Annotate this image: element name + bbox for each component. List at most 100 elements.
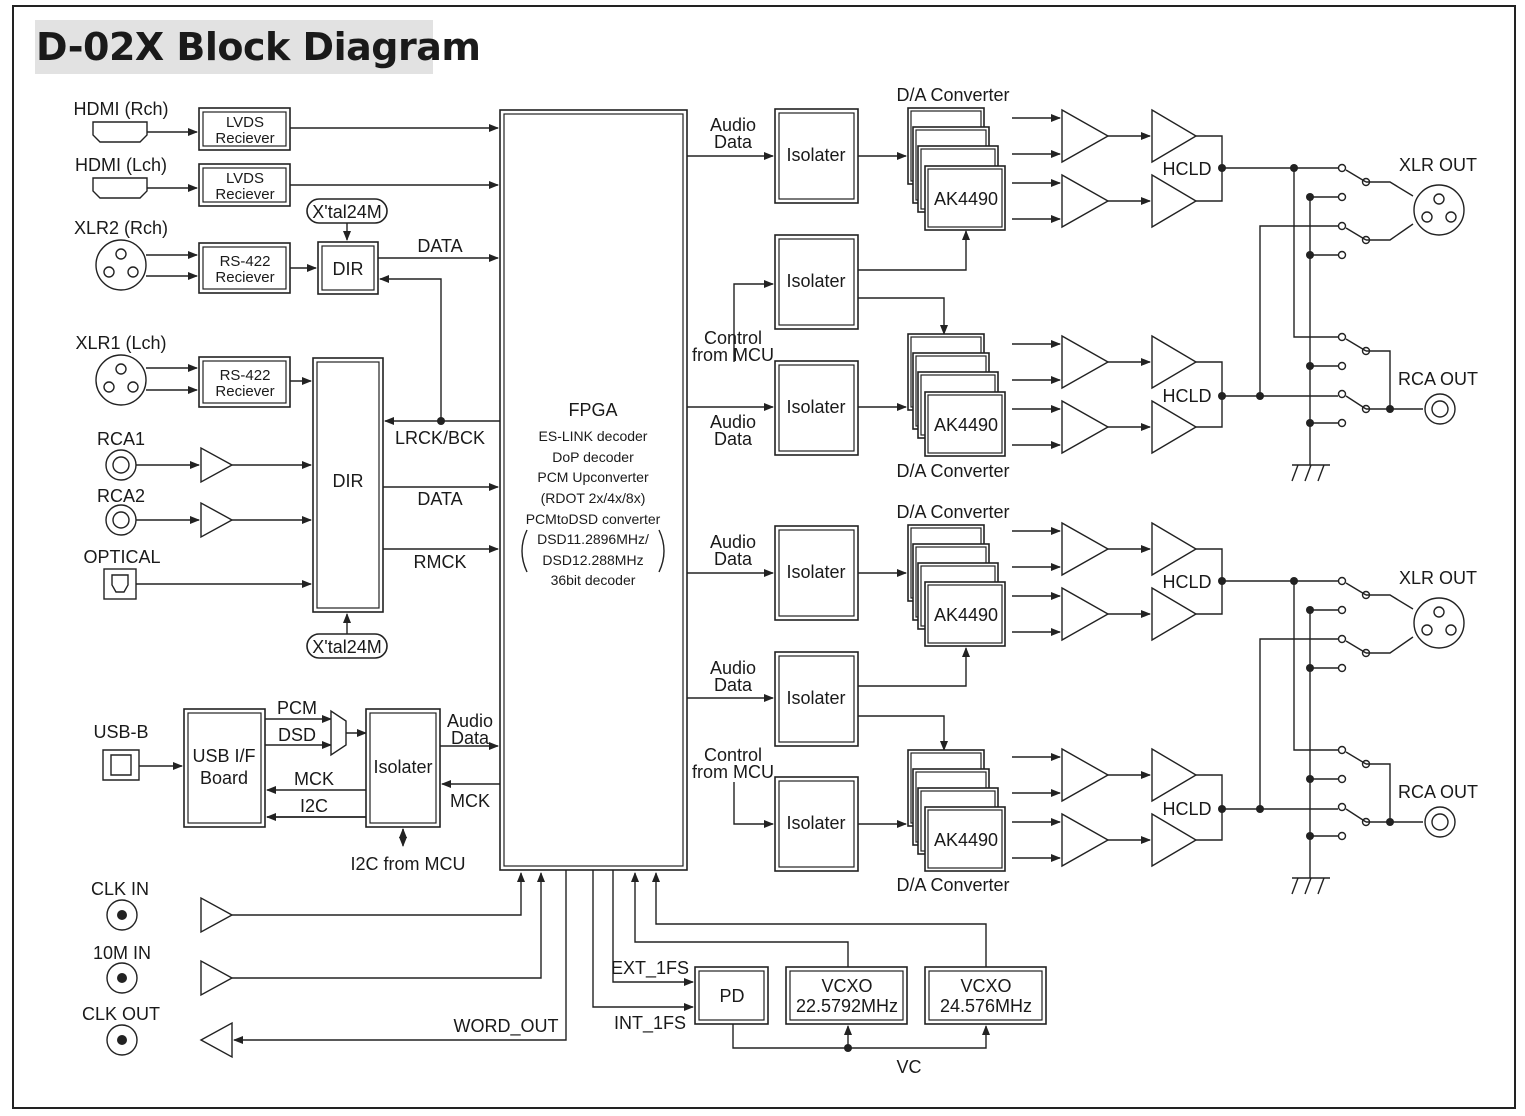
- label-rca2: RCA2: [97, 486, 145, 506]
- signal-i2c: I2C: [300, 796, 328, 816]
- isolater-1: Isolater: [774, 108, 859, 204]
- dac-stack-1: AK4490: [907, 107, 1006, 231]
- signal-rmck: RMCK: [414, 552, 467, 572]
- amplifier: [1061, 747, 1110, 803]
- output-switch-matrix-2: [1218, 576, 1423, 895]
- svg-text:Reciever: Reciever: [215, 130, 274, 147]
- signal-vc: VC: [896, 1057, 921, 1077]
- hcld-label: HCLD: [1162, 159, 1211, 179]
- hcld-label: HCLD: [1162, 572, 1211, 592]
- amp-10m-in: [200, 959, 234, 997]
- svg-text:RS-422: RS-422: [220, 253, 271, 270]
- svg-text:Isolater: Isolater: [786, 562, 845, 582]
- label-10m-in: 10M IN: [93, 943, 151, 963]
- svg-text:Isolater: Isolater: [786, 813, 845, 833]
- signal-lrck-bck: LRCK/BCK: [395, 428, 485, 448]
- hcld-amplifier: [1151, 521, 1198, 577]
- rca-connector-icon: [105, 504, 137, 536]
- label-hdmi-r: HDMI (Rch): [74, 99, 169, 119]
- diagram-frame: [12, 5, 1516, 1109]
- usb-b-connector-icon: [102, 749, 140, 781]
- dac-chip-label: AK4490: [934, 830, 998, 850]
- signal-data-word: Data: [714, 132, 753, 152]
- label-da-converter: D/A Converter: [896, 461, 1009, 481]
- hcld-amplifier: [1151, 108, 1198, 164]
- hcld-amplifier: [1151, 747, 1198, 803]
- vcxo-22m-block: VCXO 22.5792MHz: [785, 966, 908, 1025]
- signal-from-mcu: from MCU: [692, 762, 774, 782]
- title-background: [35, 20, 433, 74]
- svg-text:X'tal24M: X'tal24M: [312, 202, 381, 222]
- signal-audio: Audio: [447, 711, 493, 731]
- isolater-2: Isolater: [774, 234, 859, 330]
- hcld-label: HCLD: [1162, 386, 1211, 406]
- output-switch-matrix-1: [1218, 163, 1423, 482]
- svg-text:USB I/F: USB I/F: [192, 746, 255, 766]
- hcld-amplifier: [1151, 812, 1198, 868]
- svg-text:Reciever: Reciever: [215, 186, 274, 203]
- svg-text:22.5792MHz: 22.5792MHz: [796, 996, 898, 1016]
- svg-text:X'tal24M: X'tal24M: [312, 637, 381, 657]
- label-da-converter: D/A Converter: [896, 875, 1009, 895]
- signal-data: DATA: [417, 489, 462, 509]
- signal-data-word: Data: [714, 429, 753, 449]
- label-xlr2: XLR2 (Rch): [74, 218, 168, 238]
- amp-clk-out: [199, 1021, 233, 1059]
- amplifier: [1061, 812, 1110, 868]
- signal-data: DATA: [417, 236, 462, 256]
- svg-text:Isolater: Isolater: [786, 271, 845, 291]
- fpga-feature: DSD12.288MHz: [542, 552, 643, 568]
- lvds-receiver-lch: LVDS Reciever: [198, 163, 291, 207]
- signal-control: Control: [704, 328, 762, 348]
- label-optical: OPTICAL: [83, 547, 160, 567]
- label-da-converter: D/A Converter: [896, 85, 1009, 105]
- svg-text:Isolater: Isolater: [786, 397, 845, 417]
- rca-out-connector-icon: [1424, 393, 1456, 425]
- signal-audio: Audio: [710, 658, 756, 678]
- svg-text:LVDS: LVDS: [226, 170, 264, 187]
- rca-out-connector-icon: [1424, 806, 1456, 838]
- fpga-feature: 36bit decoder: [551, 572, 636, 588]
- dir-block-top: DIR: [317, 241, 379, 295]
- hcld-amplifier: [1151, 334, 1198, 390]
- label-rca-out: RCA OUT: [1398, 782, 1478, 802]
- xlr-out-connector-icon: [1413, 597, 1465, 649]
- amplifier: [1061, 173, 1110, 229]
- xlr-connector-icon: [95, 354, 147, 406]
- label-xlr1: XLR1 (Lch): [75, 333, 166, 353]
- output-channel-2: HCLD: [1012, 334, 1223, 455]
- lvds-receiver-rch: LVDS Reciever: [198, 107, 291, 151]
- pd-block: PD: [694, 966, 769, 1025]
- isolater-4: Isolater: [774, 525, 859, 621]
- svg-text:Reciever: Reciever: [215, 269, 274, 286]
- label-usb-b: USB-B: [93, 722, 148, 742]
- signal-word-out: WORD_OUT: [454, 1016, 559, 1037]
- fpga-feature: PCMtoDSD converter: [526, 511, 661, 527]
- dac-chip-label: AK4490: [934, 605, 998, 625]
- dac-chip-label: AK4490: [934, 415, 998, 435]
- svg-text:VCXO: VCXO: [960, 976, 1011, 996]
- output-channel-1: HCLD: [1012, 108, 1223, 229]
- svg-text:VCXO: VCXO: [821, 976, 872, 996]
- hdmi-connector-icon: [92, 121, 148, 143]
- signal-control: Control: [704, 745, 762, 765]
- svg-text:Isolater: Isolater: [786, 145, 845, 165]
- signal-audio: Audio: [710, 412, 756, 432]
- signal-mck: MCK: [294, 769, 334, 789]
- fpga-feature: (RDOT 2x/4x/8x): [541, 490, 646, 506]
- dir-block-main: DIR: [312, 357, 384, 613]
- label-clk-out: CLK OUT: [82, 1004, 160, 1024]
- isolater-5: Isolater: [774, 651, 859, 747]
- amplifier: [1061, 108, 1110, 164]
- signal-data-word: Data: [714, 549, 753, 569]
- signal-from-mcu: from MCU: [692, 345, 774, 365]
- label-rca1: RCA1: [97, 429, 145, 449]
- label-xlr-out: XLR OUT: [1399, 155, 1477, 175]
- amplifier: [1061, 399, 1110, 455]
- svg-text:Isolater: Isolater: [373, 757, 432, 777]
- rs422-receiver-xlr1: RS-422 Reciever: [198, 356, 291, 408]
- rca-connector-icon: [105, 449, 137, 481]
- hcld-amplifier: [1151, 173, 1198, 229]
- bnc-connector-icon: [106, 962, 138, 994]
